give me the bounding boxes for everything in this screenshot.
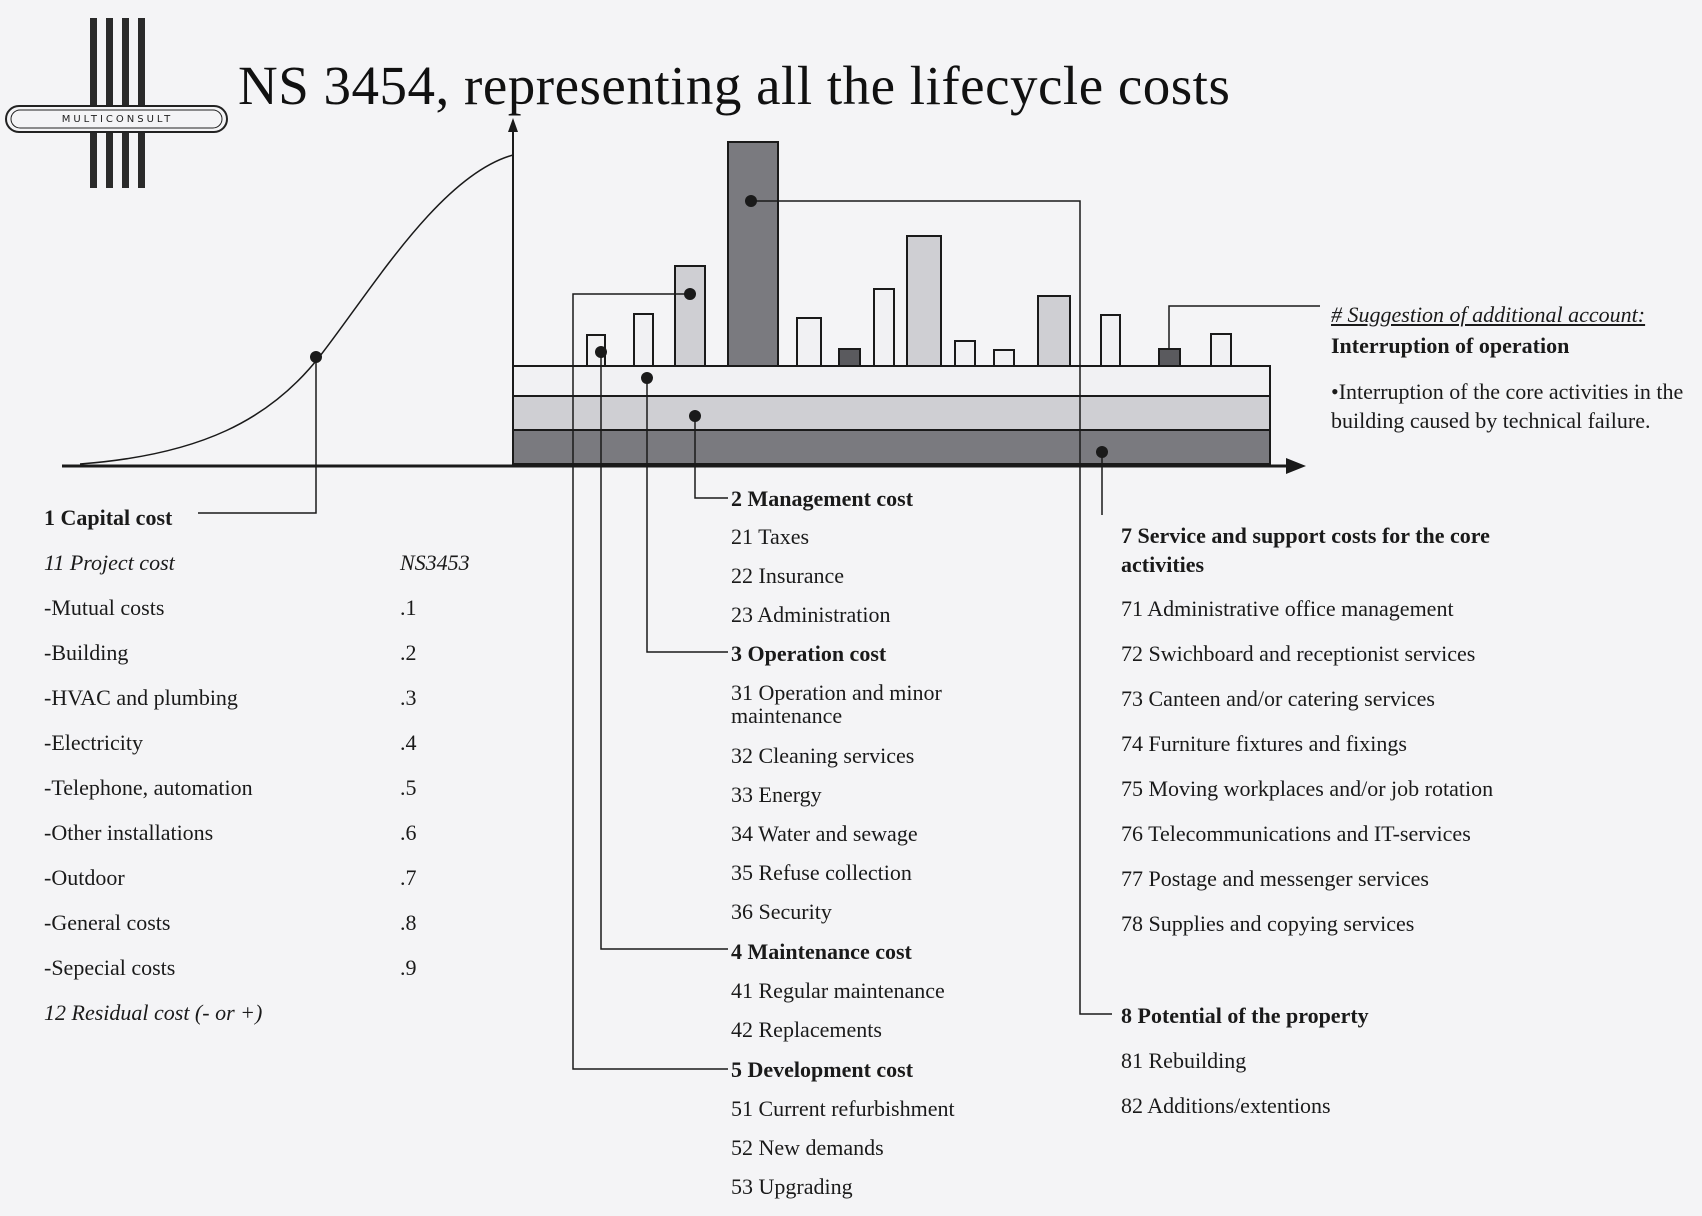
development-item: 51 Current refurbishment (731, 1096, 955, 1121)
management-item: 22 Insurance (731, 563, 845, 588)
operation-item: 35 Refuse collection (731, 860, 912, 885)
bar (796, 317, 822, 367)
capital-item-code: .3 (400, 685, 417, 710)
capital-item-label: -HVAC and plumbing (44, 685, 238, 710)
service-item: 71 Administrative office management (1121, 596, 1454, 621)
service-item: 72 Swichboard and receptionist services (1121, 641, 1476, 666)
bar (727, 141, 779, 367)
layer-maintenance (512, 429, 1271, 465)
suggestion-title: Interruption of operation (1331, 333, 1570, 358)
bar (674, 265, 706, 367)
capital-item-label: -Outdoor (44, 865, 125, 890)
capital-sub-heading: 11 Project cost (44, 550, 175, 575)
suggestion-heading: # Suggestion of additional account: (1331, 302, 1646, 327)
capital-item-code: .4 (400, 730, 417, 755)
capital-residual: 12 Residual cost (- or +) (44, 1000, 263, 1025)
bar (873, 288, 895, 367)
bar (1100, 314, 1121, 367)
capital-cost-curve (79, 154, 514, 465)
service-heading: 7 Service and support costs for the core… (1121, 523, 1490, 577)
page-title: NS 3454, representing all the lifecycle … (238, 55, 1231, 116)
logo-mark (5, 18, 228, 188)
potential-item: 81 Rebuilding (1121, 1048, 1247, 1073)
capital-item-code: .6 (400, 820, 417, 845)
capital-item-code: .2 (400, 640, 417, 665)
connector-dots (310, 195, 1108, 458)
bar (633, 313, 654, 367)
cost-layers (512, 365, 1271, 465)
development-heading: 5 Development cost (731, 1057, 914, 1082)
bar (1158, 348, 1181, 367)
management-heading: 2 Management cost (731, 486, 914, 511)
operation-item: 33 Energy (731, 782, 822, 807)
layer-operation (512, 395, 1271, 431)
bar (993, 349, 1015, 367)
capital-item-code: .5 (400, 775, 417, 800)
service-item: 73 Canteen and/or catering services (1121, 686, 1435, 711)
capital-item-label: -Sepecial costs (44, 955, 176, 980)
capital-item-code: .1 (400, 595, 417, 620)
operation-heading: 3 Operation cost (731, 641, 887, 666)
operation-item: 32 Cleaning services (731, 743, 915, 768)
bar (1210, 333, 1232, 367)
bar (1037, 295, 1071, 367)
connectors (198, 200, 1320, 1070)
service-item: 78 Supplies and copying services (1121, 911, 1415, 936)
capital-ref-heading: NS3453 (400, 550, 470, 575)
management-item: 23 Administration (731, 602, 891, 627)
service-item: 77 Postage and messenger services (1121, 866, 1429, 891)
development-item: 52 New demands (731, 1135, 884, 1160)
service-item: 74 Furniture fixtures and fixings (1121, 731, 1407, 756)
layer-management (512, 365, 1271, 397)
capital-item-label: -Building (44, 640, 129, 665)
maintenance-heading: 4 Maintenance cost (731, 939, 912, 964)
capital-item-label: -Electricity (44, 730, 143, 755)
capital-item-label: -Telephone, automation (44, 775, 253, 800)
capital-item-label: -Other installations (44, 820, 214, 845)
bar (838, 348, 861, 367)
management-item: 21 Taxes (731, 524, 810, 549)
operation-item: 34 Water and sewage (731, 821, 918, 846)
cost-bars (586, 141, 1232, 367)
suggestion-body: •Interruption of the core activities in … (1331, 379, 1684, 433)
service-item: 76 Telecommunications and IT-services (1121, 821, 1471, 846)
capital-item-code: .7 (400, 865, 417, 890)
operation-item: 36 Security (731, 899, 832, 924)
capital-item-label: -General costs (44, 910, 171, 935)
bar (906, 235, 942, 367)
capital-heading: 1 Capital cost (44, 505, 173, 530)
operation-item: 31 Operation and minor maintenance (731, 680, 942, 728)
capital-item-code: .8 (400, 910, 417, 935)
service-item: 75 Moving workplaces and/or job rotation (1121, 776, 1494, 801)
bar (954, 340, 976, 367)
potential-heading: 8 Potential of the property (1121, 1003, 1369, 1028)
maintenance-item: 42 Replacements (731, 1017, 882, 1042)
potential-item: 82 Additions/extentions (1121, 1093, 1331, 1118)
development-item: 53 Upgrading (731, 1174, 853, 1199)
capital-item-code: .9 (400, 955, 417, 980)
capital-item-label: -Mutual costs (44, 595, 165, 620)
maintenance-item: 41 Regular maintenance (731, 978, 945, 1003)
logo-text: MULTICONSULT (61, 114, 174, 125)
